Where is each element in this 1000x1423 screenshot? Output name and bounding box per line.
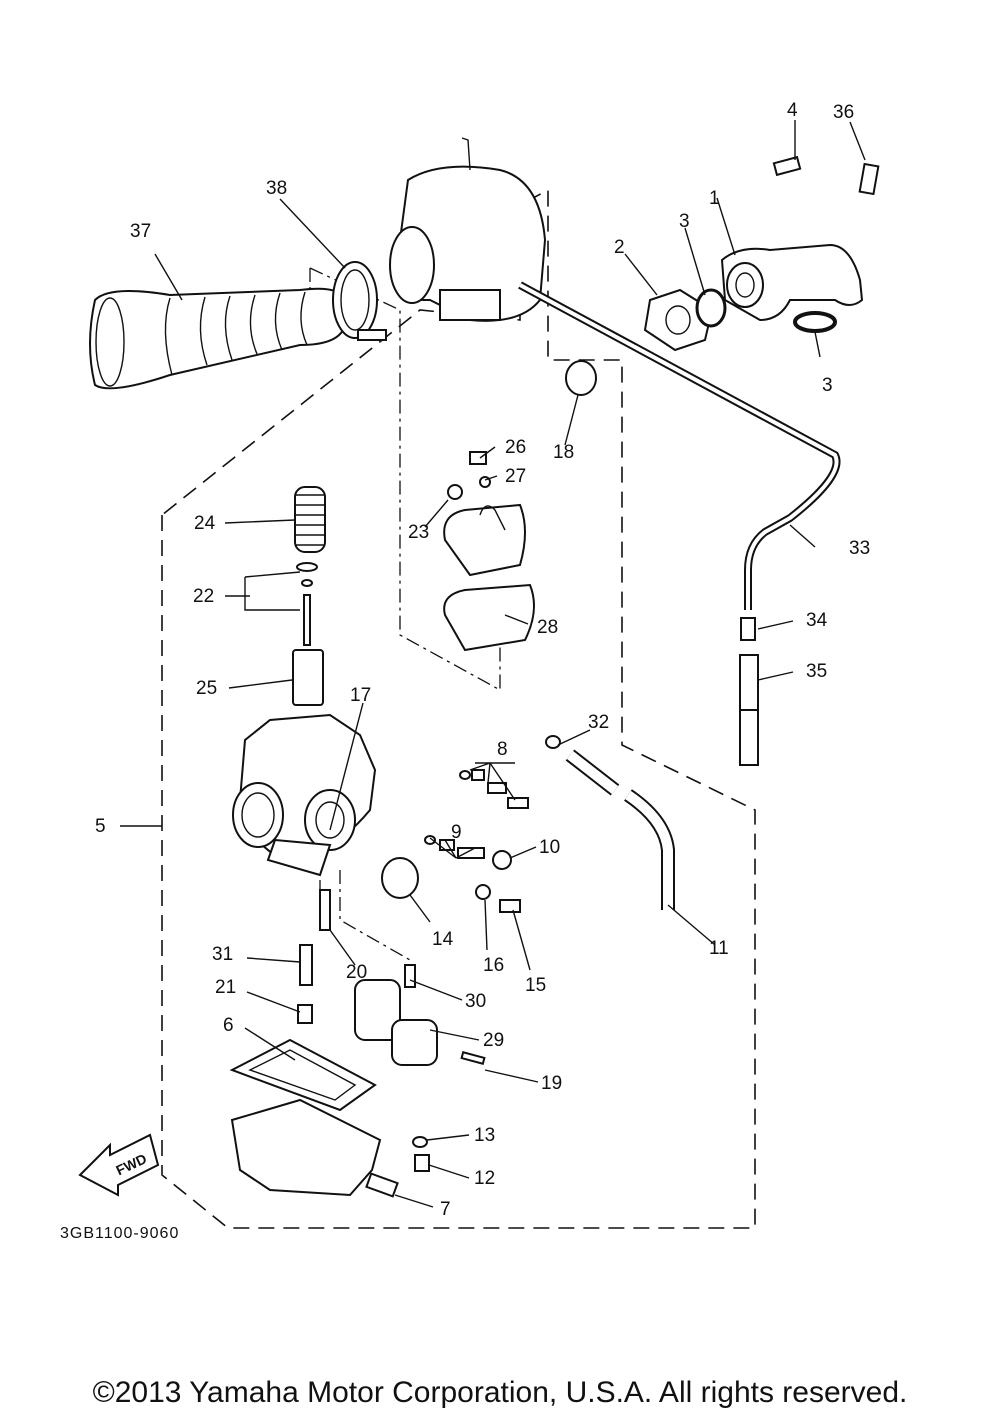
callout-34: 34: [806, 610, 828, 631]
clamp-part: [332, 261, 387, 341]
callout-36: 36: [833, 102, 854, 123]
callout-21: 21: [215, 977, 236, 998]
callout-28: 28: [537, 617, 558, 638]
callout-16: 16: [483, 955, 504, 976]
callout-31: 31: [212, 944, 233, 965]
callout-3-upper: 3: [679, 211, 690, 232]
carb-cap-part: [443, 451, 535, 652]
callout-3-lower: 3: [822, 375, 833, 396]
fwd-arrow-icon: FWD: [78, 1133, 160, 1197]
manifold-part: [720, 243, 864, 322]
callout-30: 30: [465, 991, 486, 1012]
callout-18: 18: [553, 442, 574, 463]
drain-pipe-part: [545, 735, 675, 910]
callout-labels: 1 2 3 3 4 5 6 7 8 9 10 11 12 13 14 15 16…: [95, 100, 870, 1220]
callout-leaders: [120, 120, 866, 1208]
float-bowl-part: [229, 1038, 430, 1198]
throttle-slide-part: [292, 486, 326, 706]
callout-5: 5: [95, 816, 106, 837]
callout-12: 12: [474, 1168, 495, 1189]
callout-22: 22: [193, 586, 214, 607]
copyright-notice: ©2013 Yamaha Motor Corporation, U.S.A. A…: [92, 1376, 908, 1409]
callout-2: 2: [614, 237, 625, 258]
assembly-boundary: [161, 188, 756, 1229]
bolt-part: [772, 155, 880, 196]
callout-9: 9: [451, 822, 462, 843]
callout-38: 38: [266, 178, 287, 199]
callout-1: 1: [709, 188, 720, 209]
carburetor-body-part: [232, 713, 377, 877]
screw-set-part: [381, 769, 529, 913]
vent-hose-part: [518, 281, 841, 766]
callout-33: 33: [849, 538, 870, 559]
jet-float-part: [297, 889, 486, 1066]
callout-17: 17: [350, 685, 371, 706]
air-filter-housing-part: [389, 137, 547, 322]
callout-11: 11: [709, 938, 729, 959]
callout-15: 15: [525, 975, 546, 996]
air-boot-part: [89, 287, 346, 390]
diagram-code: 3GB1100-9060: [60, 1225, 179, 1242]
callout-13: 13: [474, 1125, 495, 1146]
callout-14: 14: [432, 929, 454, 950]
callout-37: 37: [130, 221, 151, 242]
gasket-part: [565, 288, 837, 396]
callout-23: 23: [408, 522, 429, 543]
callout-10: 10: [539, 837, 560, 858]
callout-25: 25: [196, 678, 217, 699]
callout-24: 24: [194, 513, 216, 534]
callout-29: 29: [483, 1030, 504, 1051]
callout-7: 7: [440, 1199, 451, 1220]
callout-35: 35: [806, 661, 827, 682]
callout-19: 19: [541, 1073, 562, 1094]
callout-4: 4: [787, 100, 798, 121]
callout-26: 26: [505, 437, 526, 458]
callout-8: 8: [497, 739, 508, 760]
callout-6: 6: [223, 1015, 234, 1036]
callout-20: 20: [346, 962, 367, 983]
callout-27: 27: [505, 466, 526, 487]
callout-32: 32: [588, 712, 609, 733]
